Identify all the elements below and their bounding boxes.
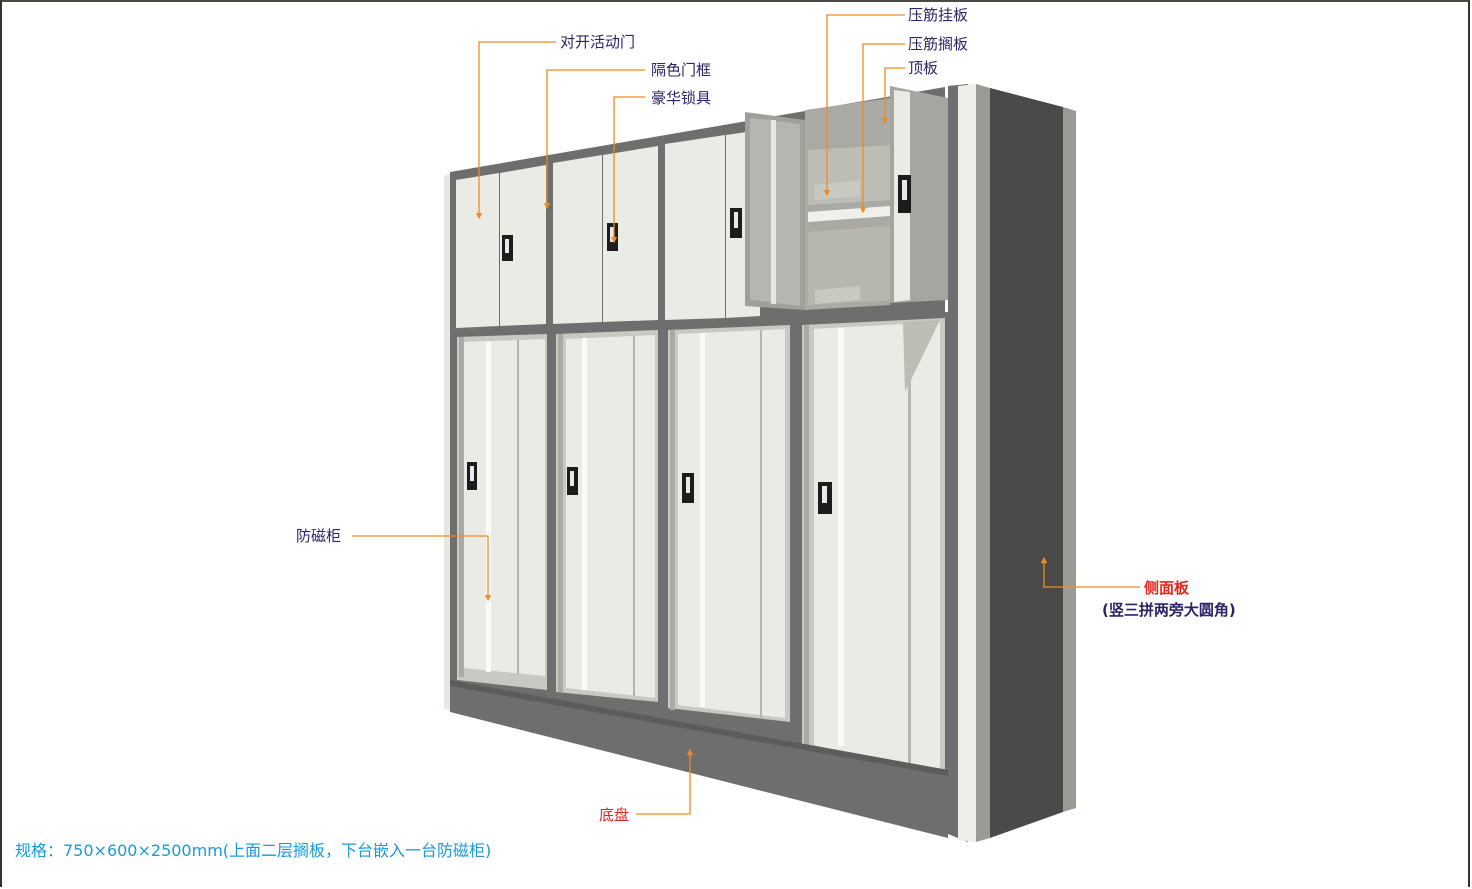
base-plinth xyxy=(450,680,948,838)
upper-door-3a xyxy=(665,135,725,320)
callout-lines xyxy=(352,14,1140,815)
label-double-door: 对开活动门 xyxy=(560,33,636,51)
label-side-panel: 侧面板 xyxy=(1144,579,1190,597)
label-ribbed-shelf: 压筋搁板 xyxy=(908,35,969,53)
upper-door-2a xyxy=(553,155,602,324)
label-contrast-door-frame: 隔色门框 xyxy=(651,61,712,79)
label-anti-magnetic-cabinet: 防磁柜 xyxy=(296,527,342,545)
side-panel xyxy=(990,88,1063,838)
upper-door-1b xyxy=(500,165,546,326)
label-deluxe-lock: 豪华锁具 xyxy=(651,89,712,107)
upper-door-1a xyxy=(456,173,499,328)
anti-magnetic-cabinets xyxy=(457,318,945,780)
upper-door-2b xyxy=(603,146,658,322)
label-ribbed-hanging-plate: 压筋挂板 xyxy=(908,6,969,24)
label-base: 底盘 xyxy=(599,806,630,824)
label-side-panel-detail: (竖三拼两旁大圆角) xyxy=(1102,601,1236,619)
label-top-plate: 顶板 xyxy=(908,59,939,77)
shelf xyxy=(808,206,890,222)
specification-text: 规格：750×600×2500mm(上面二层搁板，下台嵌入一台防磁柜) xyxy=(15,841,492,860)
